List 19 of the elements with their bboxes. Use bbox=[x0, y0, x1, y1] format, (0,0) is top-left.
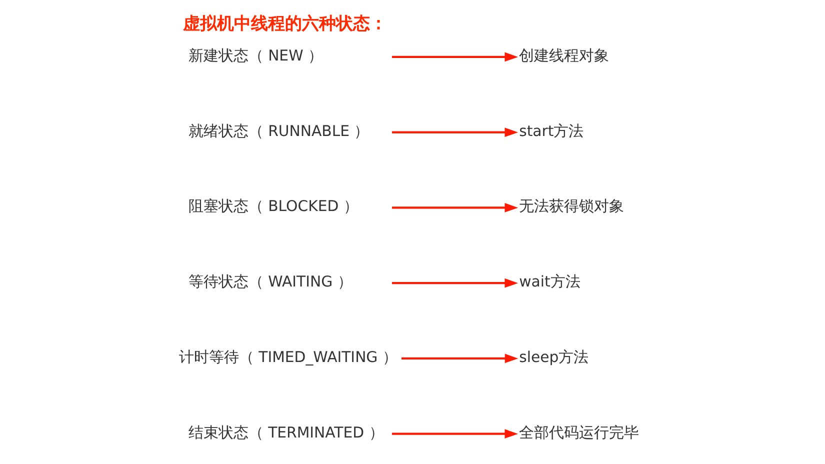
node-text: 全部代码运行完毕 bbox=[518, 423, 639, 442]
arrow bbox=[401, 354, 518, 364]
diagram-title: 虚拟机中线程的六种状态： bbox=[182, 12, 386, 33]
node-text: wait方法 bbox=[518, 272, 580, 291]
node-text: 结束状态（ TERMINATED ） bbox=[188, 423, 384, 442]
node-text: start方法 bbox=[518, 122, 584, 140]
node-text: 阻塞状态（ BLOCKED ） bbox=[188, 197, 358, 216]
node-text: 等待状态（ WAITING ） bbox=[188, 272, 352, 291]
node-text: sleep方法 bbox=[518, 348, 588, 366]
arrow bbox=[391, 278, 518, 288]
node-text: 无法获得锁对象 bbox=[518, 197, 624, 216]
arrow bbox=[391, 52, 518, 62]
node-text: 就绪状态（ RUNNABLE ） bbox=[188, 122, 369, 140]
node-text: 新建状态（ NEW ） bbox=[188, 46, 323, 64]
arrow bbox=[391, 429, 518, 438]
node-text: 计时等待（ TIMED_WAITING ） bbox=[178, 348, 397, 366]
arrow bbox=[391, 128, 518, 137]
arrow bbox=[391, 203, 518, 212]
node-text: 创建线程对象 bbox=[518, 46, 609, 64]
